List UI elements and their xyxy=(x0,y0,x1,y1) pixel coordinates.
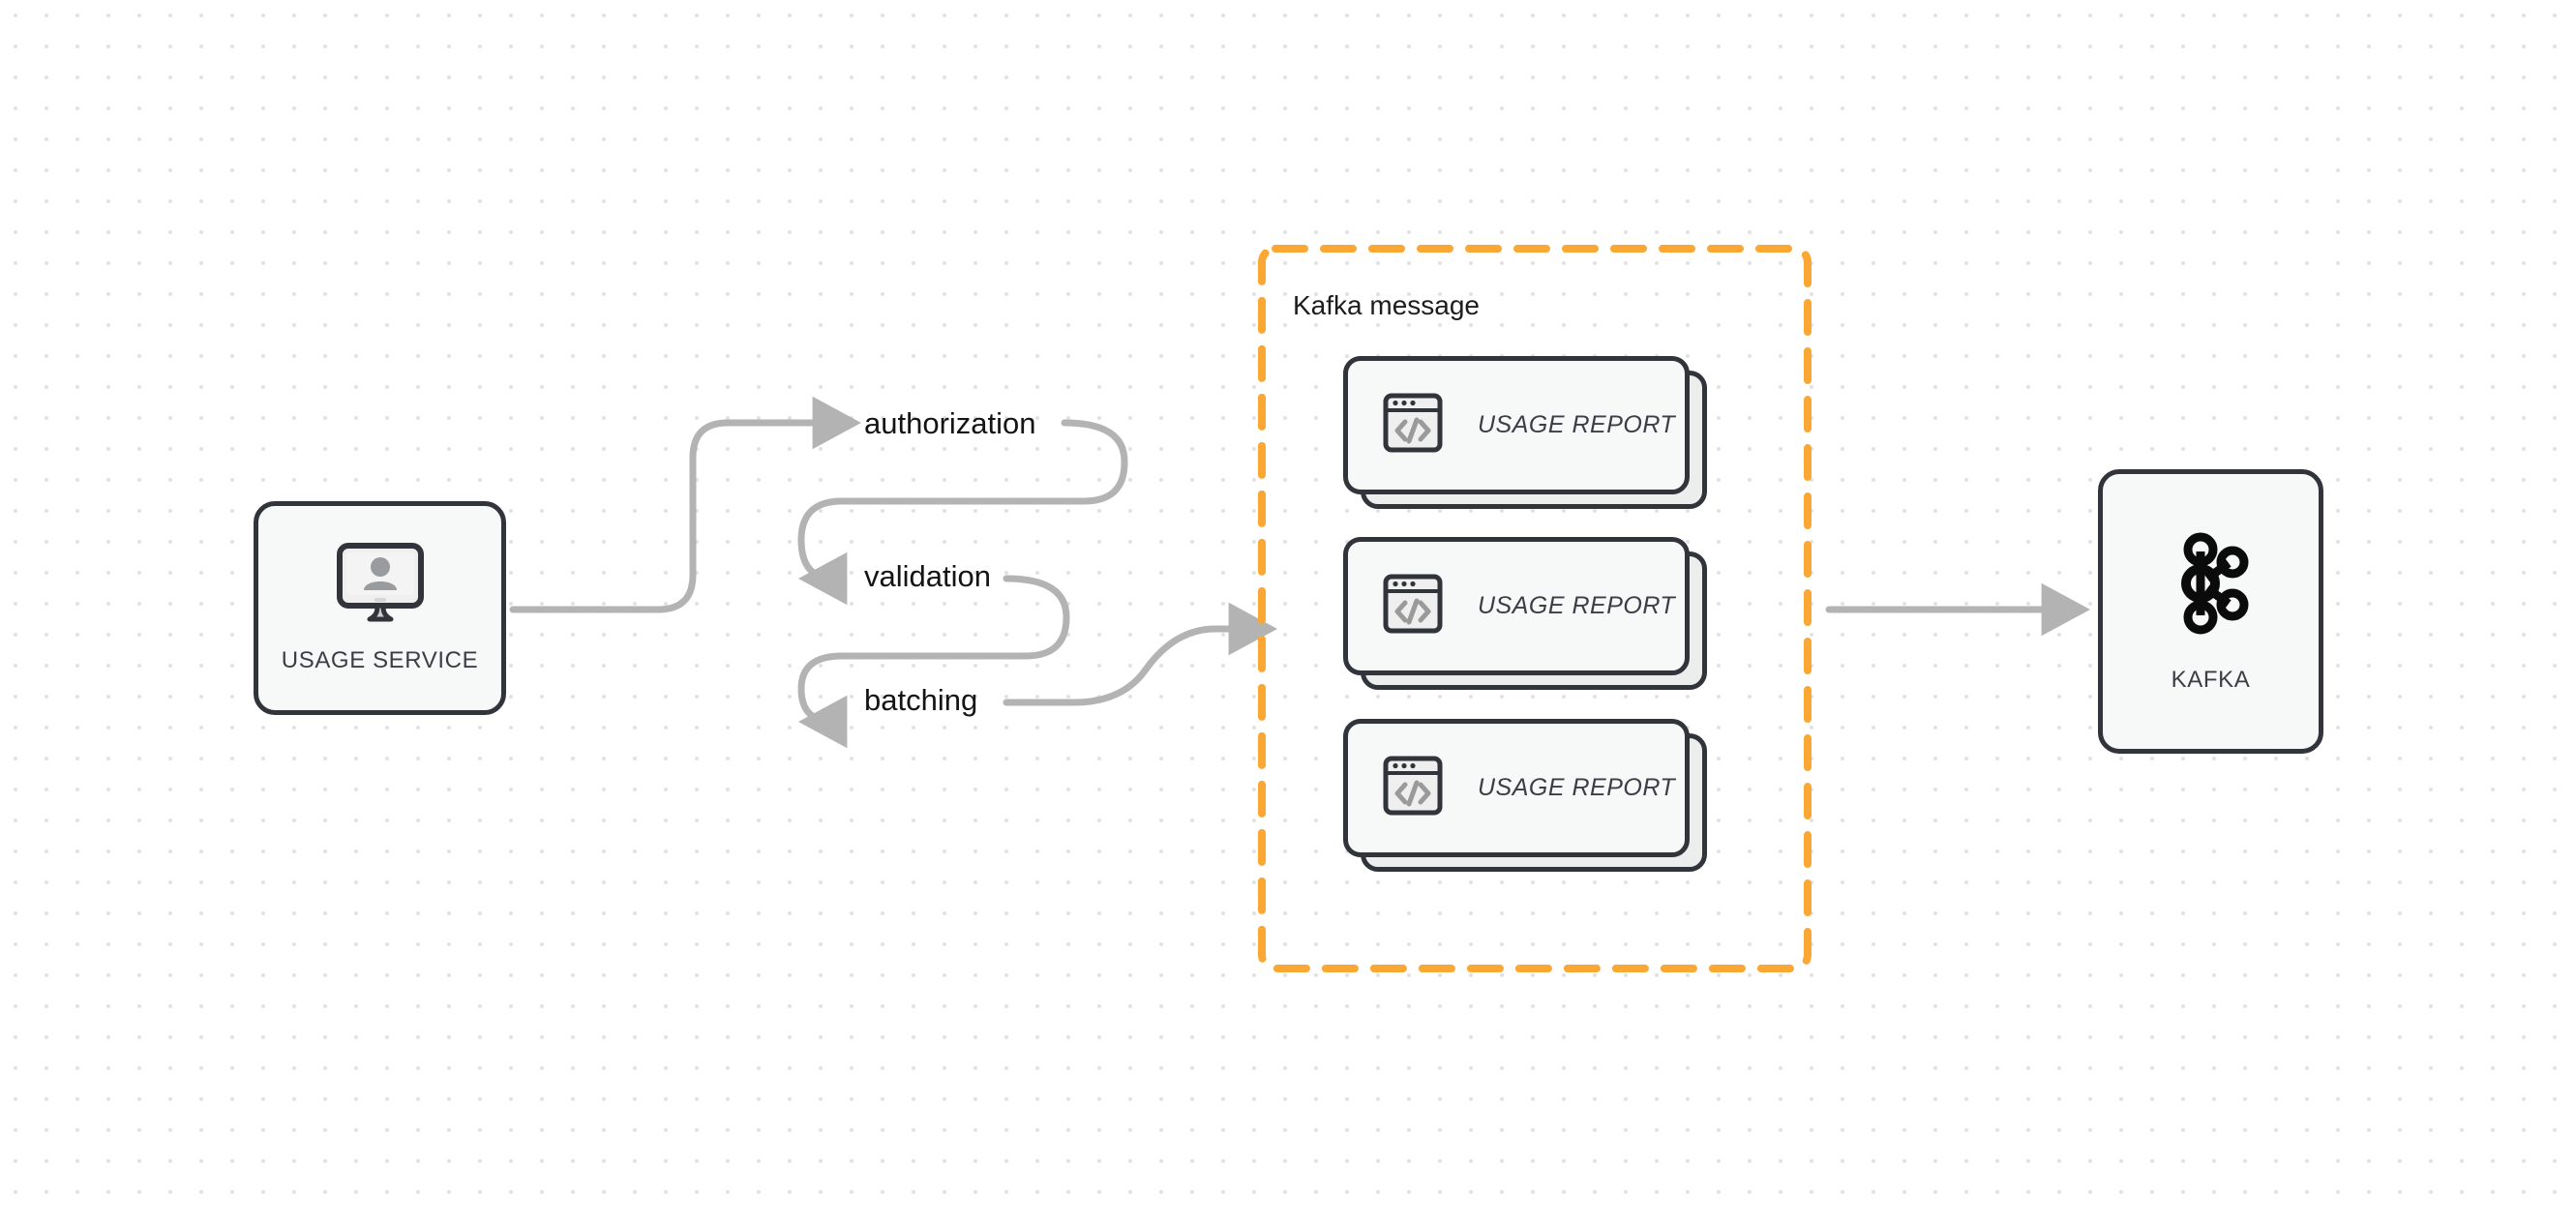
node-label-usage-service: USAGE SERVICE xyxy=(281,647,479,673)
wire-authorization-to-validation xyxy=(797,419,1128,606)
step-label-validation: validation xyxy=(864,559,991,593)
monitor-user-icon xyxy=(335,542,426,630)
node-label-kafka: KAFKA xyxy=(2171,666,2251,693)
usage-report-card-label: USAGE REPORT xyxy=(1478,411,1676,438)
kafka-logo-icon xyxy=(2169,530,2254,641)
card-front-layer: USAGE REPORT xyxy=(1343,719,1690,857)
usage-report-card-label: USAGE REPORT xyxy=(1478,774,1676,801)
wire-batching-to-kafka-message xyxy=(1003,602,1277,706)
code-window-icon xyxy=(1383,393,1443,458)
usage-report-card[interactable]: USAGE REPORT xyxy=(1343,537,1711,692)
group-kafka-message[interactable]: Kafka message USAGE REP xyxy=(1258,245,1812,972)
step-label-batching: batching xyxy=(864,683,978,717)
step-label-authorization: authorization xyxy=(864,406,1036,440)
card-front-layer: USAGE REPORT xyxy=(1343,356,1690,494)
dashed-border xyxy=(1258,245,1812,972)
node-kafka[interactable]: KAFKA xyxy=(2098,469,2323,754)
code-window-icon xyxy=(1383,756,1443,820)
usage-report-card[interactable]: USAGE REPORT xyxy=(1343,356,1711,511)
usage-report-card[interactable]: USAGE REPORT xyxy=(1343,719,1711,874)
node-usage-service[interactable]: USAGE SERVICE xyxy=(254,501,506,715)
usage-report-card-label: USAGE REPORT xyxy=(1478,592,1676,619)
card-front-layer: USAGE REPORT xyxy=(1343,537,1690,675)
group-title-kafka-message: Kafka message xyxy=(1293,290,1480,320)
wire-usage-service-to-authorization xyxy=(509,396,861,613)
code-window-icon xyxy=(1383,574,1443,639)
